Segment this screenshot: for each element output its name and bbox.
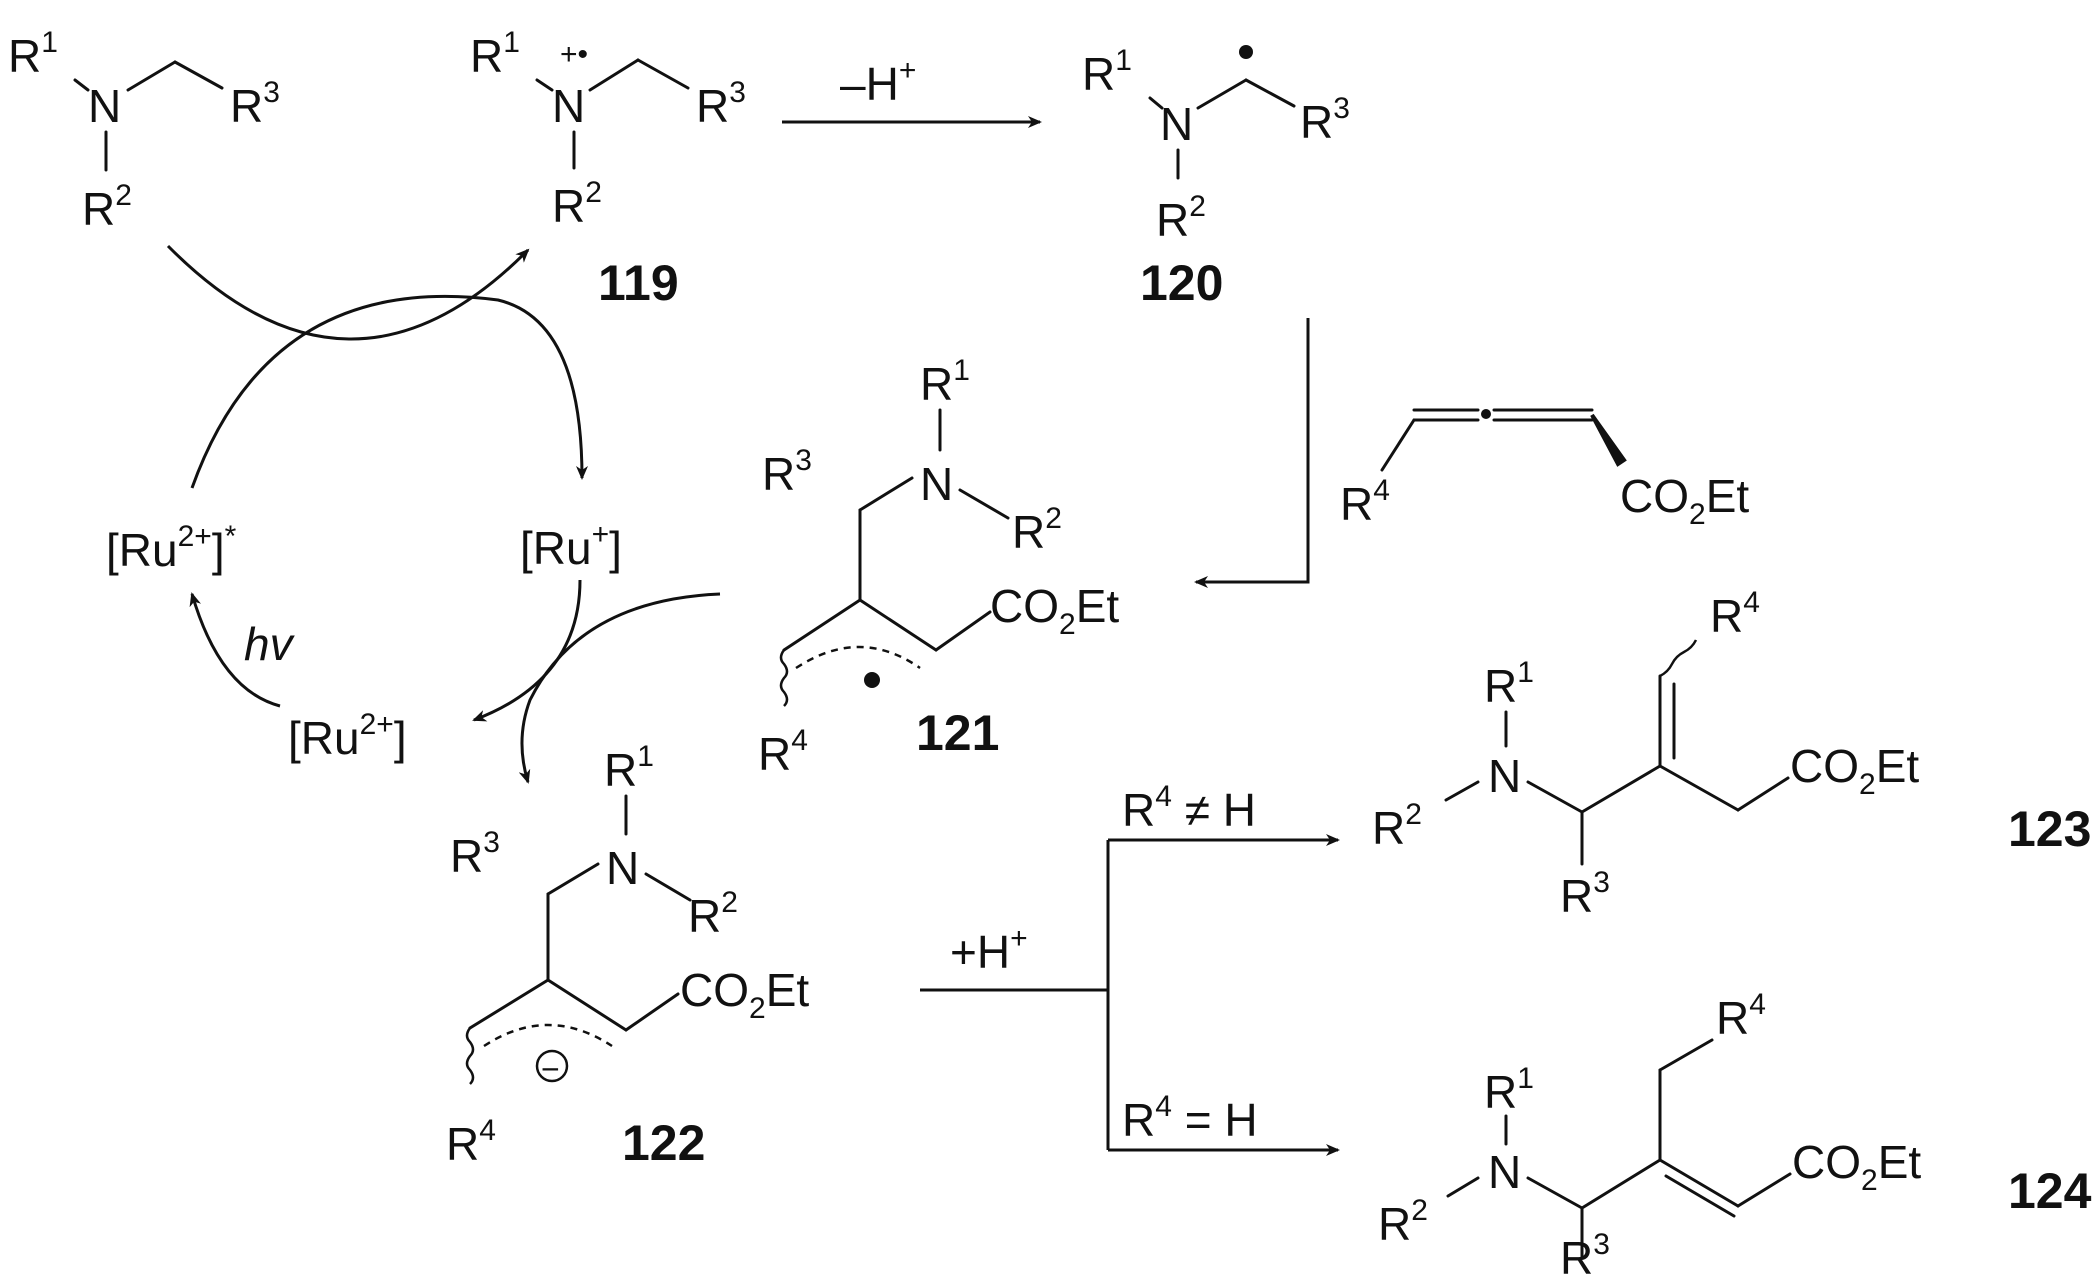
svg-text:+•: +• xyxy=(560,38,588,71)
label-124: 124 xyxy=(2008,1163,2092,1219)
svg-text:R4: R4 xyxy=(758,724,808,780)
svg-text:R3: R3 xyxy=(1560,1228,1610,1282)
svg-text:N: N xyxy=(606,842,639,894)
label-120: 120 xyxy=(1140,255,1223,311)
svg-text:R3: R3 xyxy=(696,76,746,132)
compound-123: R1 N R2 R3 R4 CO2Et 123 xyxy=(1372,586,2091,922)
svg-text:R2: R2 xyxy=(82,179,132,235)
compound-119: R1 N +• R3 R2 119 xyxy=(470,26,746,311)
svg-text:R4: R4 xyxy=(446,1114,496,1170)
svg-text:N: N xyxy=(920,458,953,510)
amine-n: N xyxy=(88,80,121,132)
svg-text:R1: R1 xyxy=(8,26,58,82)
svg-text:R1: R1 xyxy=(1484,656,1534,712)
ru-excited: [Ru2+]* xyxy=(106,520,237,576)
svg-text:R2: R2 xyxy=(1378,1194,1428,1250)
svg-text:R1: R1 xyxy=(920,354,970,410)
svg-text:R1: R1 xyxy=(470,26,520,82)
reagent-plus-h: +H+ xyxy=(950,922,1028,978)
radical-dot xyxy=(1239,45,1253,59)
svg-text:R3: R3 xyxy=(230,76,280,132)
svg-text:CO2Et: CO2Et xyxy=(1620,470,1749,531)
label-121: 121 xyxy=(916,705,999,761)
svg-text:R2: R2 xyxy=(552,176,602,232)
svg-text:N: N xyxy=(1488,750,1521,802)
svg-text:R4: R4 xyxy=(1710,586,1760,642)
svg-text:R2: R2 xyxy=(1372,798,1422,854)
photocatalytic-cycle: [Ru2+]* [Ru+] [Ru2+] hv xyxy=(106,244,721,784)
label-119: 119 xyxy=(598,255,679,311)
svg-text:CO2Et: CO2Et xyxy=(1792,1136,1921,1197)
svg-text:R3: R3 xyxy=(1560,866,1610,922)
svg-text:R3: R3 xyxy=(762,444,812,500)
compound-124: R1 N R2 R3 R4 CO2Et 124 xyxy=(1378,988,2092,1282)
condition-neq: R4 ≠ H xyxy=(1122,780,1256,836)
protonation-branch: +H+ R4 ≠ H R4 = H xyxy=(920,780,1340,1156)
svg-text:−: − xyxy=(541,1051,560,1087)
starting-amine: R1 N R3 R2 xyxy=(8,26,280,235)
svg-text:R2: R2 xyxy=(1012,502,1062,558)
arrow-addition xyxy=(1194,318,1310,588)
svg-text:R4: R4 xyxy=(1716,988,1766,1044)
condition-eq: R4 = H xyxy=(1122,1090,1258,1146)
svg-text:N: N xyxy=(1160,98,1193,150)
svg-text:R1: R1 xyxy=(1082,44,1132,100)
label-122: 122 xyxy=(622,1115,705,1171)
svg-text:R3: R3 xyxy=(1300,92,1350,148)
allenoate: R4 CO2Et xyxy=(1340,408,1749,531)
hv-label: hv xyxy=(244,618,296,670)
label-123: 123 xyxy=(2008,801,2091,857)
svg-text:N: N xyxy=(1488,1146,1521,1198)
ru-plus: [Ru+] xyxy=(520,518,622,574)
svg-text:R1: R1 xyxy=(1484,1062,1534,1118)
svg-text:R2: R2 xyxy=(688,886,738,942)
svg-text:N: N xyxy=(552,80,585,132)
svg-text:R2: R2 xyxy=(1156,190,1206,246)
reagent-minus-h: –H+ xyxy=(840,54,916,110)
svg-text:CO2Et: CO2Et xyxy=(1790,740,1919,801)
svg-text:R3: R3 xyxy=(450,826,500,882)
compound-121: R1 N R3 R2 CO2Et R4 121 xyxy=(758,354,1119,780)
svg-text:CO2Et: CO2Et xyxy=(680,964,809,1025)
ru-2plus: [Ru2+] xyxy=(288,708,407,764)
compound-120: R1 N R3 R2 120 xyxy=(1082,44,1350,311)
svg-text:R1: R1 xyxy=(604,740,654,796)
svg-text:CO2Et: CO2Et xyxy=(990,580,1119,641)
svg-text:R4: R4 xyxy=(1340,474,1390,530)
compound-122: R1 N R3 R2 CO2Et − R4 122 xyxy=(446,740,809,1171)
